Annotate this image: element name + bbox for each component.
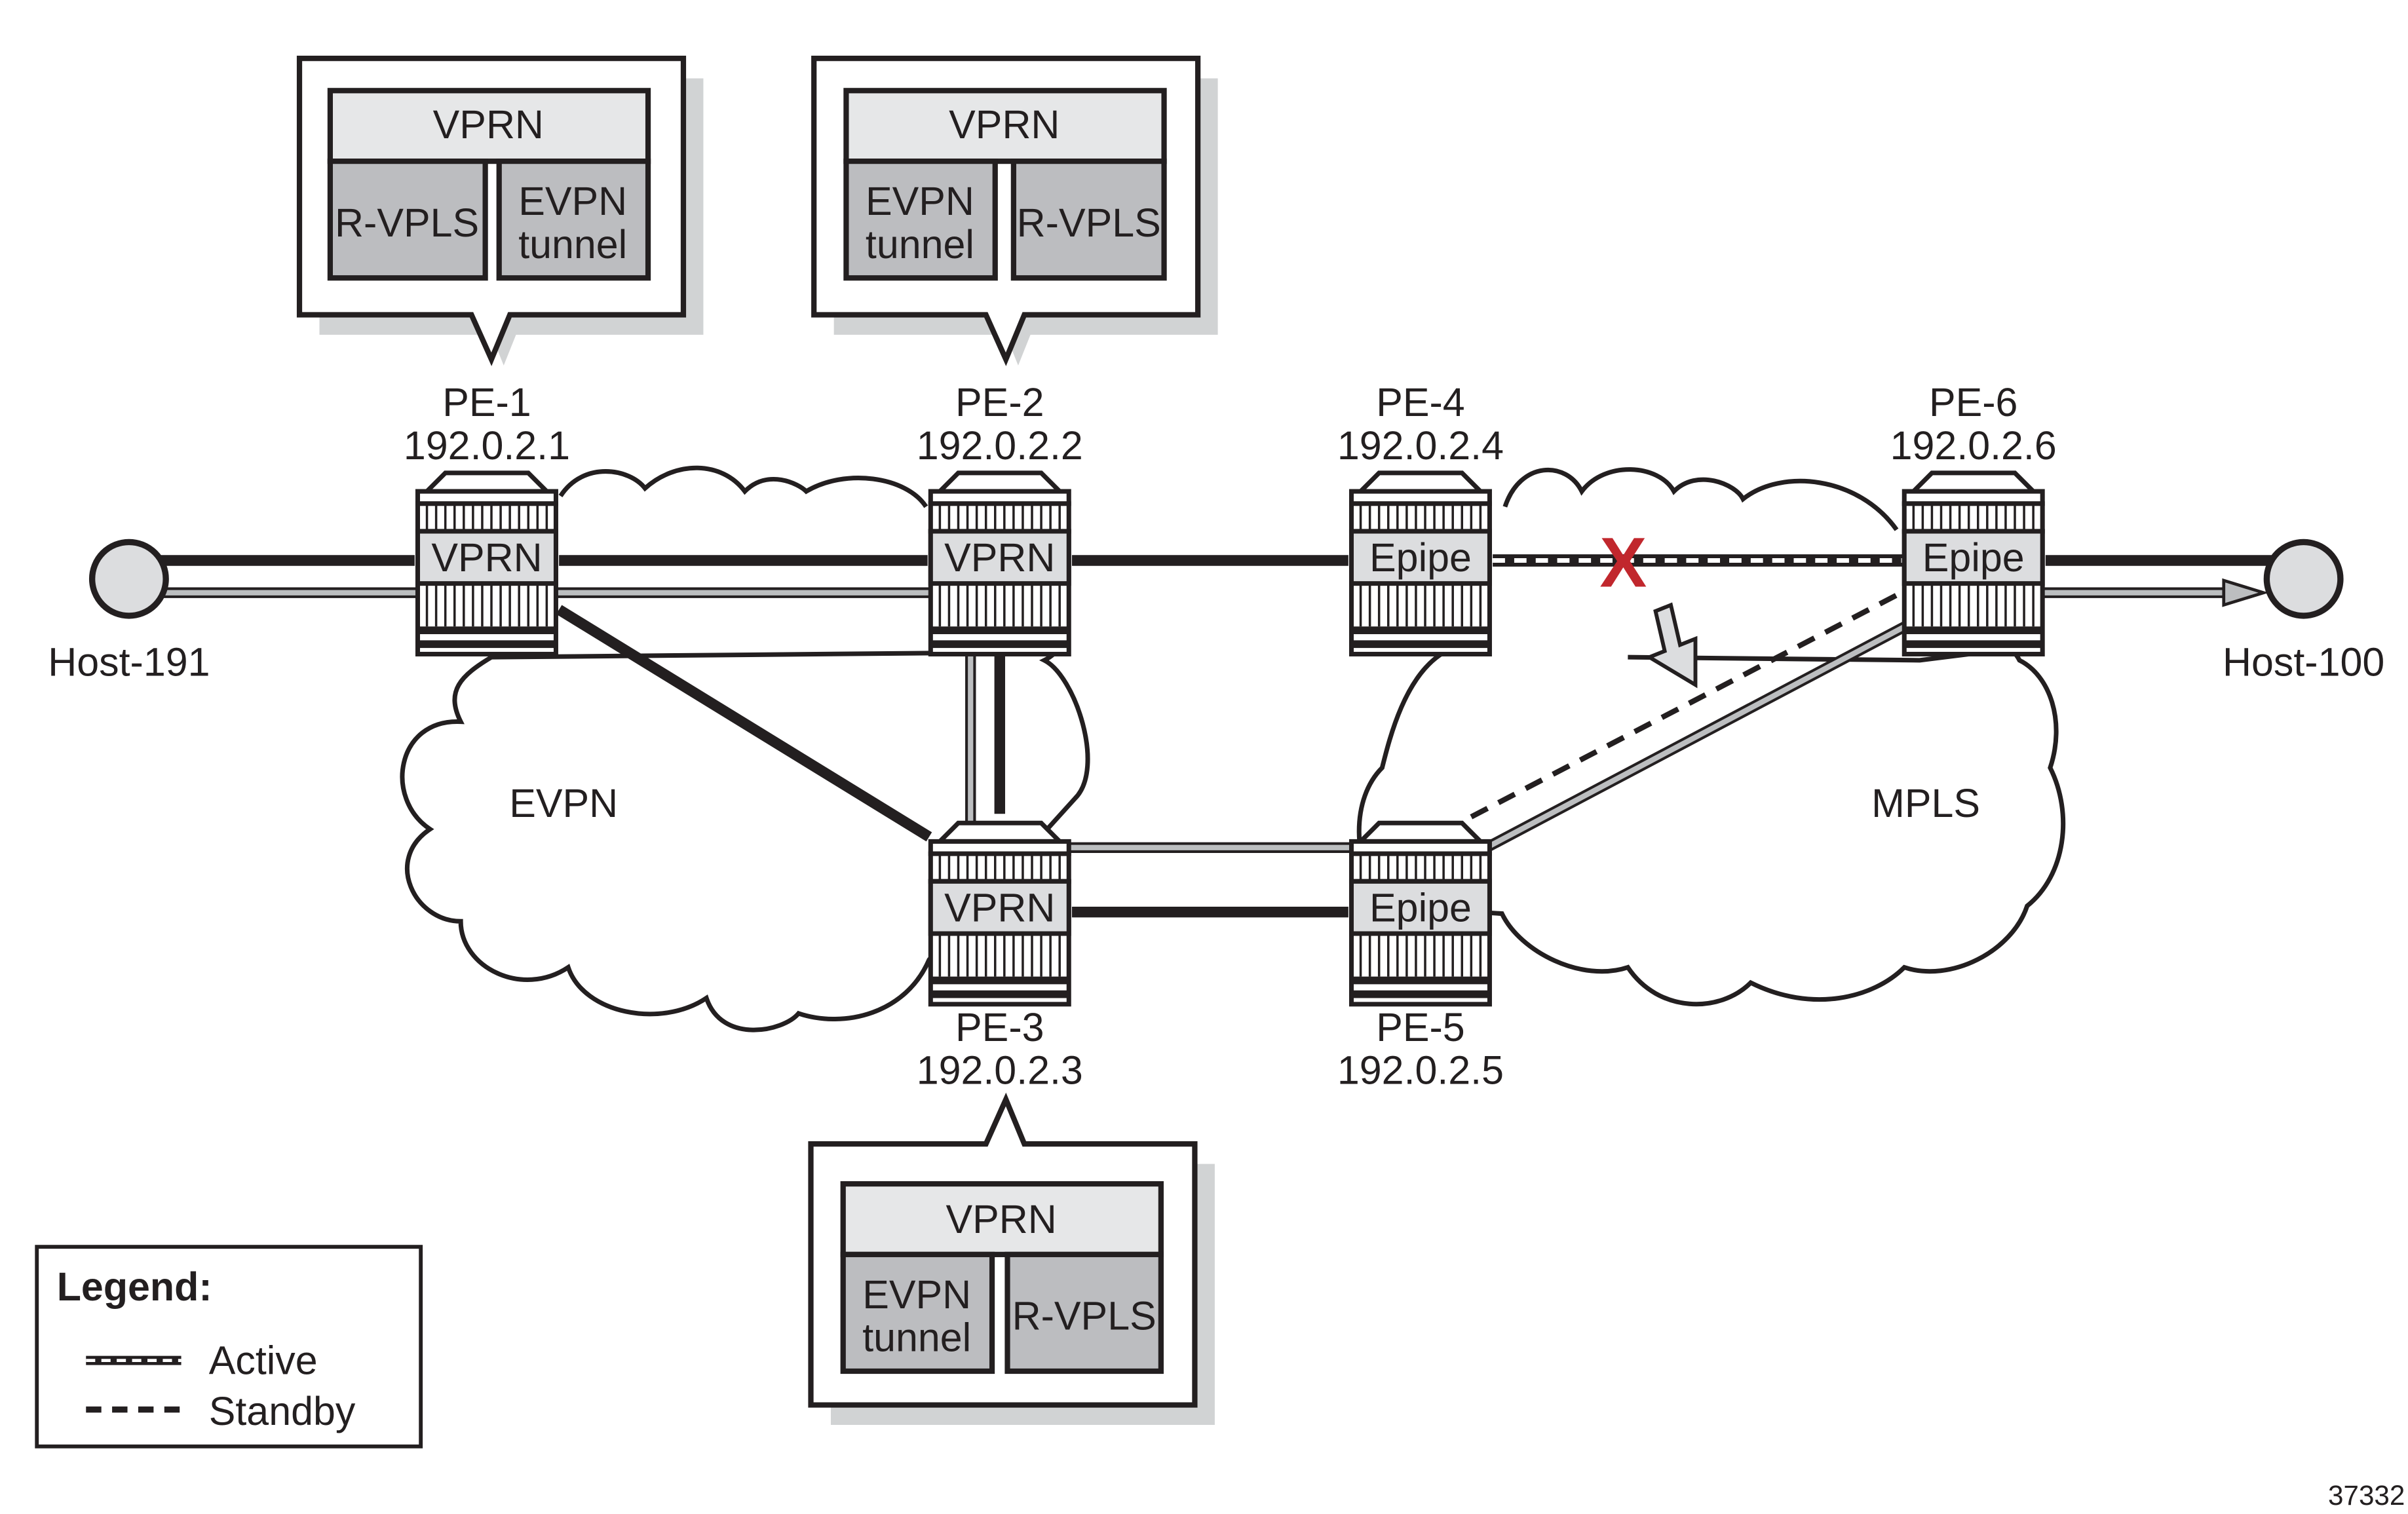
- service-label: Epipe: [1369, 885, 1472, 930]
- figure-number: 37332: [2328, 1480, 2405, 1511]
- router-ip-pe-6: 192.0.2.6: [1890, 423, 2057, 468]
- host-label: Host-191: [48, 639, 210, 684]
- service-label: VPRN: [944, 535, 1055, 580]
- router-name-pe-1: PE-1: [442, 380, 531, 425]
- callout-left-label-2: tunnel: [862, 1315, 971, 1360]
- cloud-label-evpn: EVPN: [509, 781, 618, 825]
- host-100[interactable]: Host-100: [2223, 539, 2384, 684]
- router-ip-pe-1: 192.0.2.1: [404, 423, 570, 468]
- router-name-pe-4: PE-4: [1376, 380, 1464, 425]
- legend-active-label: Active: [209, 1338, 318, 1383]
- router-pe-3[interactable]: VPRN: [928, 823, 1071, 1004]
- callout-top-label: VPRN: [949, 102, 1060, 147]
- callout-pe-1: VPRN R-VPLS EVPN tunnel: [296, 55, 704, 366]
- traffic-arrowhead: [2222, 578, 2269, 607]
- router-labels: PE-1 192.0.2.1 PE-2 192.0.2.2 PE-4 192.0…: [404, 380, 2057, 1093]
- router-pe-5[interactable]: Epipe: [1348, 823, 1492, 1004]
- router-ip-pe-4: 192.0.2.4: [1337, 423, 1504, 468]
- callout-right-label-2: tunnel: [518, 222, 627, 267]
- link-pe1-pe3: [556, 605, 932, 842]
- callout-pe-2: VPRN EVPN tunnel R-VPLS: [811, 55, 1218, 366]
- failure-x-icon: X: [1599, 522, 1647, 601]
- router-name-pe-2: PE-2: [955, 380, 1044, 425]
- legend-title: Legend:: [57, 1264, 212, 1309]
- router-pe-1[interactable]: VPRN: [415, 473, 558, 654]
- router-ip-pe-5: 192.0.2.5: [1337, 1048, 1504, 1093]
- router-pe-6[interactable]: Epipe: [1902, 473, 2045, 654]
- cloud-label-mpls: MPLS: [1871, 781, 1980, 825]
- service-label: Epipe: [1369, 535, 1472, 580]
- legend-standby-label: Standby: [209, 1389, 356, 1433]
- host-label: Host-100: [2223, 639, 2384, 684]
- host-icon: [88, 539, 169, 619]
- callout-left-label-1: EVPN: [862, 1272, 971, 1317]
- router-name-pe-6: PE-6: [1929, 380, 2017, 425]
- links: [128, 554, 2273, 918]
- callout-left-label-1: EVPN: [866, 179, 974, 223]
- callout-left-label-2: tunnel: [866, 222, 974, 267]
- callout-top-label: VPRN: [946, 1197, 1056, 1241]
- callout-top-label: VPRN: [433, 102, 544, 147]
- router-ip-pe-3: 192.0.2.3: [917, 1048, 1083, 1093]
- service-label: VPRN: [431, 535, 542, 580]
- service-label: Epipe: [1922, 535, 2025, 580]
- callout-left-label: R-VPLS: [335, 200, 479, 245]
- mpls-cloud: MPLS: [1356, 467, 2066, 1007]
- link-pe5-pe6-standby: [1470, 588, 1906, 820]
- router-ip-pe-2: 192.0.2.2: [917, 423, 1083, 468]
- host-icon: [2263, 539, 2344, 619]
- callout-right-label: R-VPLS: [1012, 1294, 1156, 1338]
- host-191[interactable]: Host-191: [48, 539, 210, 684]
- switchover-arrow-icon: [1645, 602, 1698, 689]
- svg-text:X: X: [1599, 522, 1647, 601]
- router-pe-4[interactable]: Epipe: [1348, 473, 1492, 654]
- router-pe-2[interactable]: VPRN: [928, 473, 1071, 654]
- evpn-cloud: EVPN: [400, 465, 1090, 1032]
- router-name-pe-3: PE-3: [955, 1005, 1044, 1050]
- callout-right-label: R-VPLS: [1017, 200, 1161, 245]
- router-name-pe-5: PE-5: [1376, 1005, 1464, 1050]
- legend: Legend: Active Standby: [35, 1245, 423, 1448]
- callout-right-label-1: EVPN: [518, 179, 627, 223]
- service-label: VPRN: [944, 885, 1055, 930]
- callout-pe-3: VPRN EVPN tunnel R-VPLS: [808, 1092, 1215, 1426]
